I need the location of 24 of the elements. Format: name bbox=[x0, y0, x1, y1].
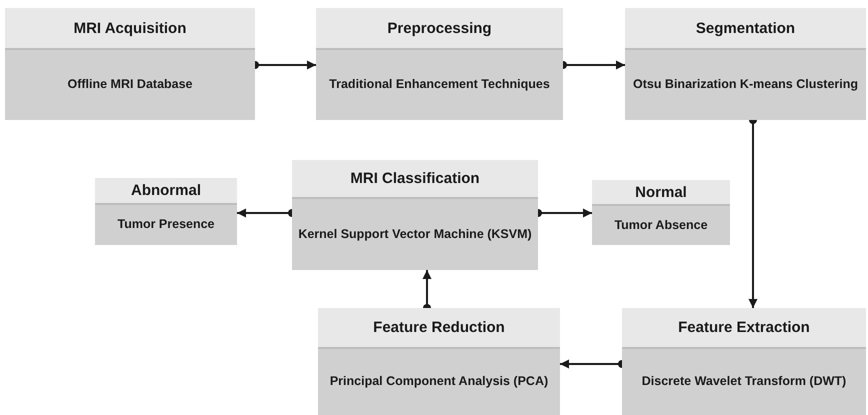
box-text: Tumor Presence bbox=[116, 216, 216, 234]
box-heading: Feature Reduction bbox=[318, 308, 560, 349]
process-box bbox=[318, 308, 560, 415]
box-text: Discrete Wavelet Transform (DWT) bbox=[640, 373, 848, 390]
box-heading: MRI Classification bbox=[292, 160, 538, 199]
box-heading: MRI Acquisition bbox=[5, 8, 255, 50]
box-heading: Preprocessing bbox=[316, 8, 563, 50]
process-box bbox=[95, 178, 237, 245]
box-heading: Feature Extraction bbox=[622, 308, 866, 349]
process-box bbox=[592, 180, 730, 245]
process-box bbox=[622, 308, 866, 415]
box-text: Offline MRI Database bbox=[66, 76, 194, 94]
box-heading: Abnormal bbox=[95, 178, 237, 205]
box-text: Kernel Support Vector Machine (KSVM) bbox=[297, 226, 533, 243]
box-heading: Normal bbox=[592, 180, 730, 206]
box-text: Traditional Enhancement Techniques bbox=[328, 76, 551, 94]
process-box bbox=[316, 8, 563, 120]
box-text: Principal Component Analysis (PCA) bbox=[328, 373, 550, 390]
process-box bbox=[5, 8, 255, 120]
process-box bbox=[625, 8, 866, 120]
box-heading: Segmentation bbox=[625, 8, 866, 50]
box-text: Tumor Absence bbox=[613, 216, 709, 234]
box-text: Otsu Binarization K-means Clustering bbox=[632, 76, 860, 94]
process-box bbox=[292, 160, 538, 270]
